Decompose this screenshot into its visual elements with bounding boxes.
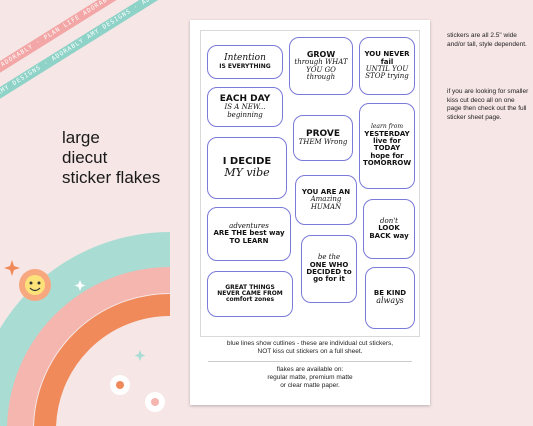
flower-icon: [110, 375, 165, 412]
paper-note-line: regular matte, premium matte: [267, 374, 353, 381]
smiley-flower-icon: [19, 269, 51, 301]
sticker-text: I DECIDE: [222, 155, 272, 167]
title-line-3: sticker flakes: [62, 168, 161, 187]
paper-options-note: flakes are available on: regular matte, …: [190, 366, 430, 390]
sticker-subtext: ARE THE best way TO LEARN: [213, 229, 285, 245]
sticker-text: learn from: [370, 123, 404, 131]
sticker-subtext: THEM Wrong: [298, 138, 348, 147]
sticker-text: Intention: [224, 53, 266, 64]
kiss-cut-note: if you are looking for smaller kiss cut …: [447, 88, 529, 121]
cutline-note: blue lines show cutlines - these are ind…: [190, 340, 430, 356]
sticker-prove-them: PROVE THEM Wrong: [293, 115, 353, 161]
sticker-sheet: Intention IS EVERYTHING GROW through WHA…: [190, 20, 430, 405]
sticker-subtext: MY vibe: [224, 166, 270, 180]
title-line-1: large: [62, 128, 100, 147]
sticker-text: EACH DAY: [219, 93, 271, 104]
sticker-subtext: ONE WHO DECIDED to go for it: [306, 260, 352, 284]
sticker-subtext: YESTERDAY live for TODAY hope for TOMORR…: [362, 129, 412, 168]
sticker-never-fail: YOU NEVER fail UNTIL YOU STOP trying: [359, 37, 415, 95]
sticker-dont-look-back: don't LOOK BACK way: [363, 199, 415, 259]
sticker-subtext: IS EVERYTHING: [219, 62, 271, 70]
sticker-text: GROW: [306, 49, 336, 59]
sticker-intention: Intention IS EVERYTHING: [207, 45, 283, 79]
divider: [208, 361, 412, 362]
paper-note-line: or clear matte paper.: [280, 382, 340, 389]
sticker-subtext: UNTIL YOU STOP trying: [365, 65, 409, 81]
sticker-subtext: through WHAT YOU GO through: [294, 58, 348, 81]
sticker-subtext: always: [376, 296, 404, 306]
sticker-grow: GROW through WHAT YOU GO through: [289, 37, 353, 95]
sticker-adventures: adventures ARE THE best way TO LEARN: [207, 207, 291, 261]
sticker-text: GREAT THINGS: [225, 283, 275, 291]
sticker-text: PROVE: [305, 128, 341, 139]
sticker-subtext: NEVER CAME FROM comfort zones: [217, 289, 283, 304]
cutline-note-line: blue lines show cutlines - these are ind…: [226, 340, 394, 347]
title-line-2: diecut: [62, 148, 108, 167]
sparkle-icon: [4, 260, 146, 361]
sticker-decide-vibe: I DECIDE MY vibe: [207, 137, 287, 199]
size-note: stickers are all 2.5" wide and/or tall, …: [447, 32, 527, 48]
sticker-text: YOU NEVER fail: [364, 50, 410, 66]
sticker-subtext: LOOK BACK way: [369, 224, 409, 240]
sticker-each-day: EACH DAY IS A NEW... beginning: [207, 87, 283, 127]
sticker-learn-from: learn from YESTERDAY live for TODAY hope…: [359, 103, 415, 189]
sticker-text: YOU ARE AN: [301, 187, 351, 196]
sticker-area: Intention IS EVERYTHING GROW through WHA…: [200, 30, 420, 337]
sticker-be-the-one: be the ONE WHO DECIDED to go for it: [301, 235, 357, 303]
sticker-text: adventures: [229, 221, 269, 230]
sticker-text: BE KIND: [373, 289, 407, 298]
product-title: large diecut sticker flakes: [62, 128, 172, 188]
rainbow-illustration: [0, 232, 171, 426]
cutline-note-line: NOT kiss cut stickers on a full sheet.: [257, 348, 363, 355]
sticker-text: don't: [380, 216, 398, 225]
sticker-amazing-human: YOU ARE AN Amazing HUMAN: [295, 175, 357, 225]
paper-note-line: flakes are available on:: [276, 366, 344, 373]
sticker-be-kind: BE KIND always: [365, 267, 415, 329]
sticker-great-things: GREAT THINGS NEVER CAME FROM comfort zon…: [207, 271, 293, 317]
sticker-subtext: Amazing HUMAN: [310, 195, 342, 211]
sticker-subtext: IS A NEW... beginning: [224, 103, 266, 119]
sticker-text: be the: [317, 253, 341, 262]
